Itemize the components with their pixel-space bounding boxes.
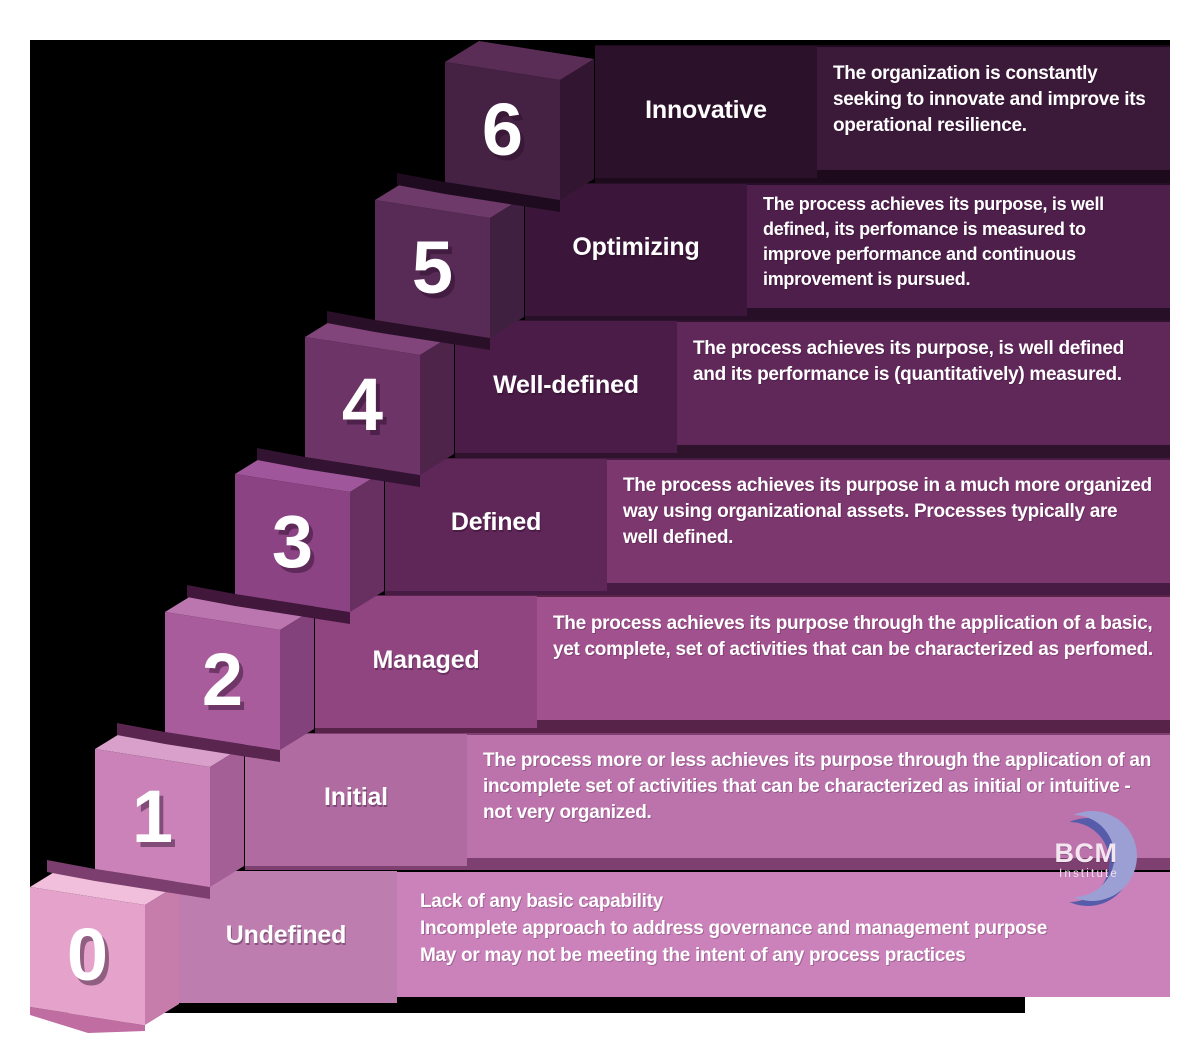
row-2-label-panel [315,596,537,728]
level-5-label: Optimizing [572,233,700,261]
row-5-desc-panel [747,184,1170,308]
bcm-logo-text: BCM [1054,838,1118,868]
level-5-description: The process achieves its purpose, is wel… [763,194,1104,289]
level-0-description: Lack of any basic capability Incomplete … [420,891,1047,966]
level-4-number: 4 [341,363,384,446]
level-4-label: Well-defined [493,371,639,399]
level-6-number: 6 [481,88,524,171]
level-3-description: The process achieves its purpose in a mu… [623,475,1152,548]
bcm-logo-subtext: Institute [1058,868,1120,880]
bcm-institute-logo: BCM Institute [1040,806,1140,912]
level-2-number: 2 [201,638,244,721]
level-1-description: The process more or less achieves its pu… [483,750,1151,823]
level-6-label: Innovative [645,96,767,124]
level-1-number: 1 [131,775,174,858]
row-5-label-panel [525,183,747,316]
row-2-desc-panel [537,597,1170,720]
row-1-desc-panel [467,734,1170,858]
level-0-label: Undefined [225,921,347,949]
level-1-label: Initial [324,783,388,811]
row-0-desc-panel [397,872,1170,997]
level-2-label: Managed [372,646,480,674]
row-1-label-panel [245,733,467,866]
row-4-label-panel [455,321,677,453]
level-4-description: The process achieves its purpose, is wel… [693,338,1124,385]
row-0-label-panel [175,871,397,1003]
level-0-number: 0 [66,913,109,996]
row-6-label-panel [595,46,817,178]
level-6-description: The organization is constantly seeking t… [833,63,1146,136]
row-3-label-panel [385,458,607,591]
level-2-description: The process achieves its purpose through… [553,613,1153,660]
bcm-logo-crescent [1069,811,1137,906]
bcm-logo-arc-light [1073,811,1137,901]
row-3-desc-panel [607,459,1170,583]
level-3-number: 3 [271,500,314,583]
row-4-desc-panel [677,322,1170,445]
level-5-number: 5 [411,226,454,309]
row-6-desc-panel [817,47,1170,170]
level-3-label: Defined [450,508,542,536]
